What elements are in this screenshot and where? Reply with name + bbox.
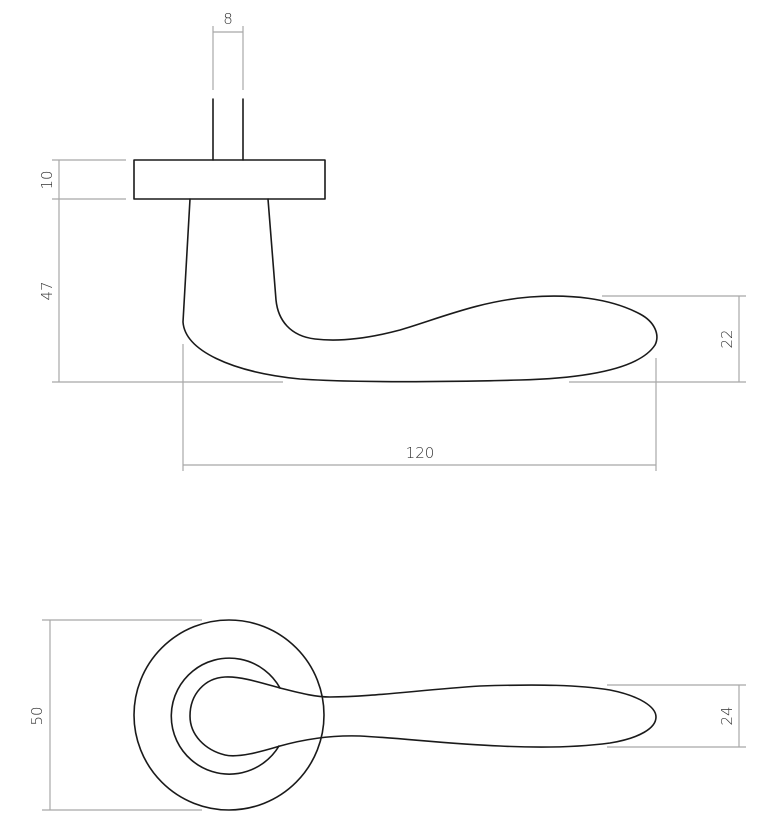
dimension-label-grip-width: 24	[718, 706, 736, 725]
dimension-label-handle-height: 47	[38, 281, 56, 300]
handle-side-profile	[182, 198, 658, 383]
dimension-grip-height: 22	[569, 295, 746, 383]
dimension-handle-length: 120	[182, 344, 657, 471]
dimension-label-grip-height: 22	[718, 329, 736, 348]
top-view: 50 24	[28, 619, 746, 811]
side-view: 8 10 47 22 120	[38, 10, 746, 471]
dimension-rose-diameter: 50	[28, 619, 202, 811]
spindle	[212, 98, 244, 161]
handle-top-profile	[189, 676, 657, 757]
rose-outer-circle	[133, 619, 325, 811]
dimension-spindle-width: 8	[212, 10, 244, 90]
rose-plate-side	[133, 159, 326, 200]
dimension-label-rose-diameter: 50	[28, 706, 46, 725]
dimension-grip-width: 24	[607, 684, 746, 748]
dimension-label-handle-length: 120	[406, 444, 435, 462]
dimension-handle-height: 47	[38, 199, 283, 383]
dimension-rose-thickness: 10	[38, 159, 126, 200]
dimension-label-spindle: 8	[223, 10, 233, 28]
rose-inner-ring	[170, 657, 281, 775]
dimension-label-rose-thickness: 10	[38, 170, 56, 189]
